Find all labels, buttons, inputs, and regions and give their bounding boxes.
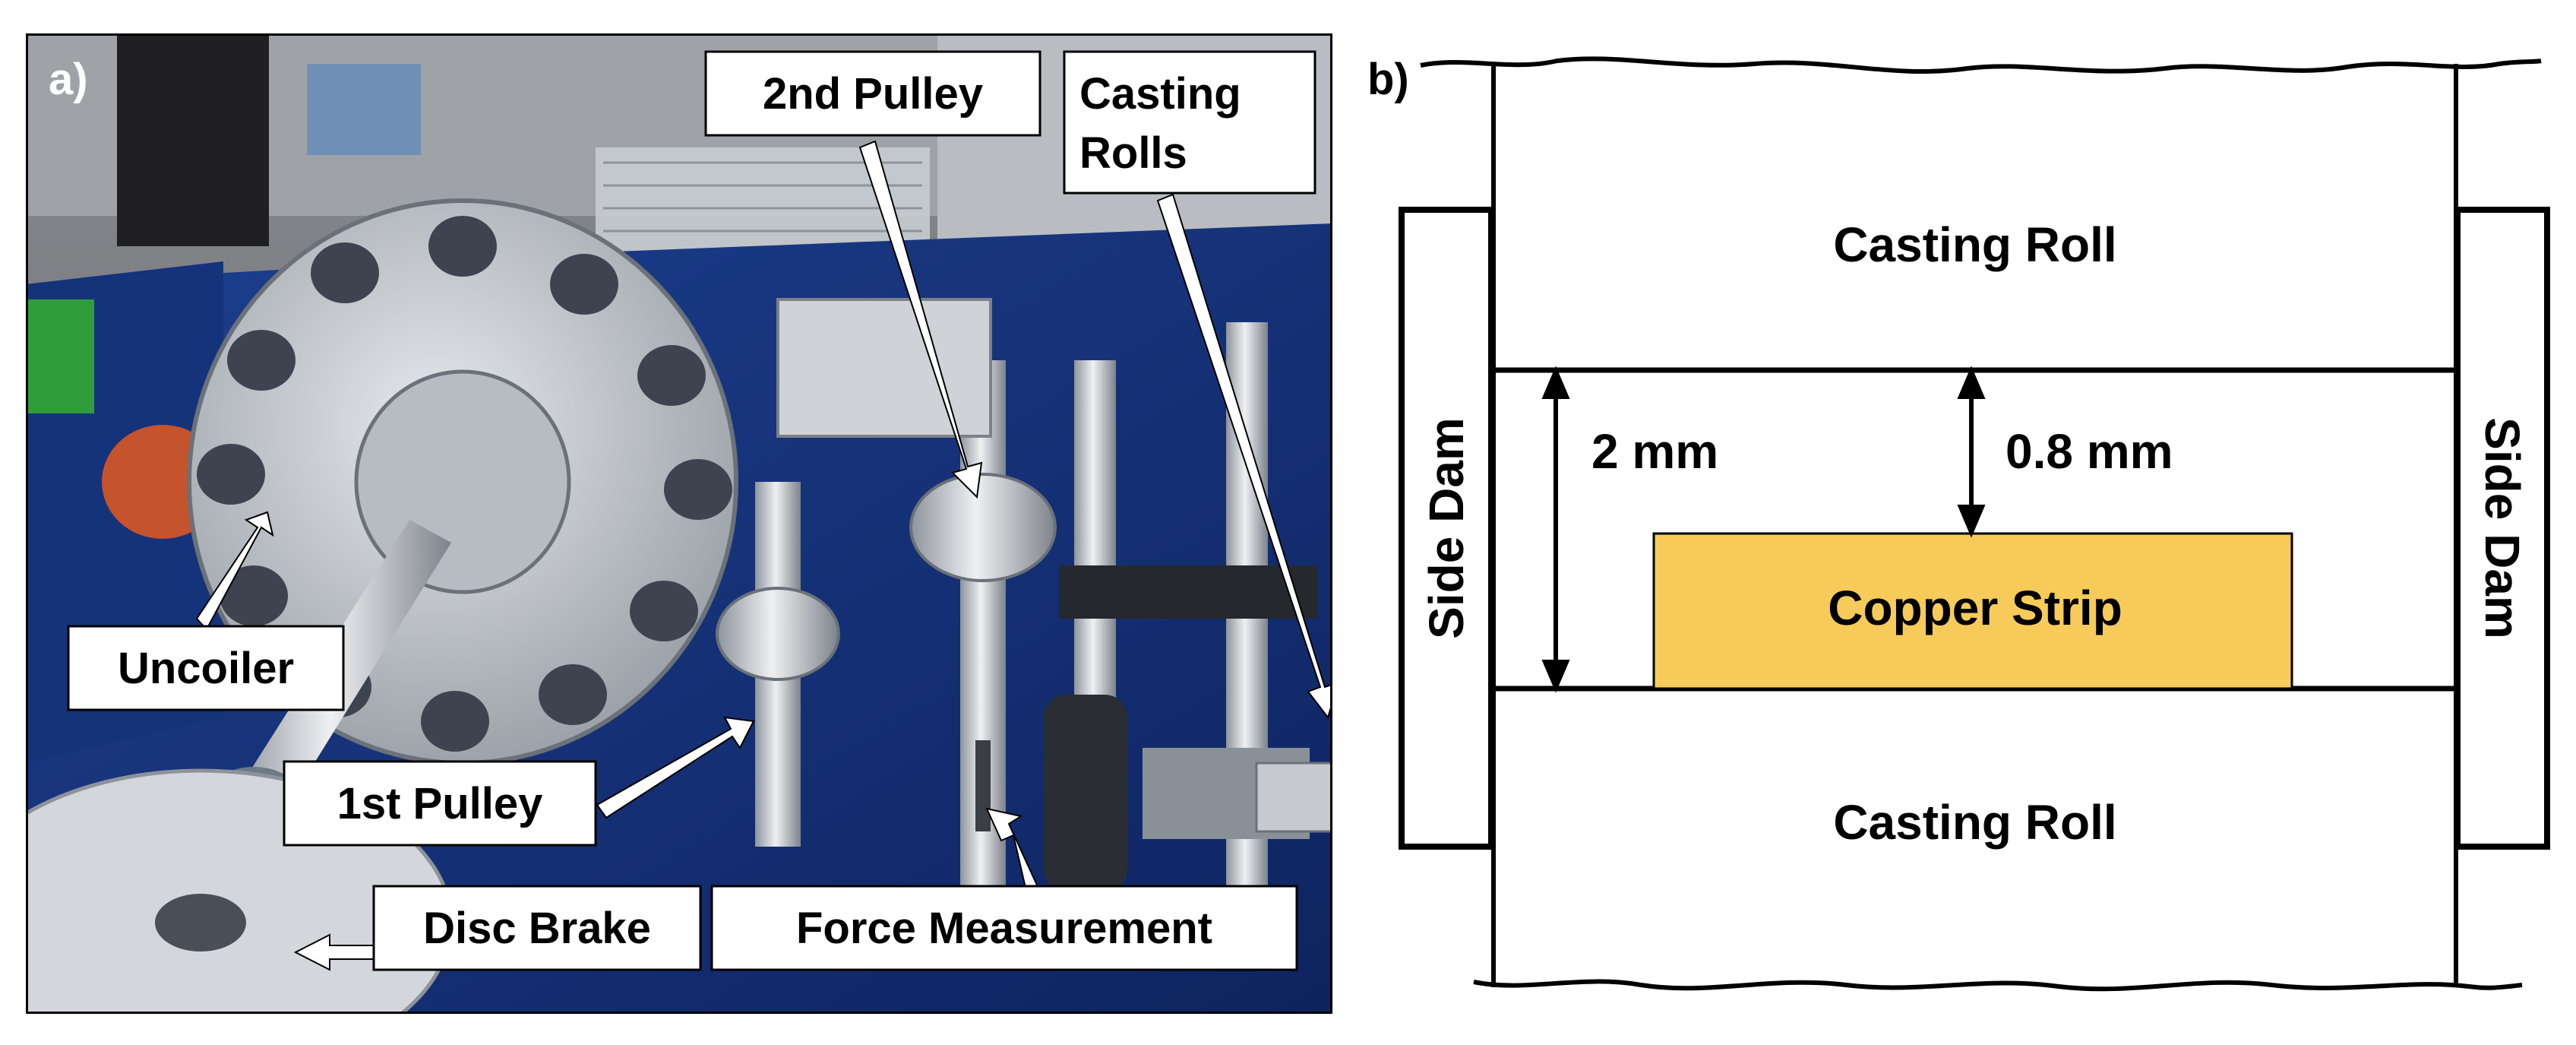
- callout-first-pulley-label: 1st Pulley: [337, 779, 543, 828]
- side-dam-right: [2454, 207, 2550, 850]
- force-sensor-housing: [776, 298, 992, 438]
- casting-roll-outlines: [1420, 56, 2542, 992]
- side-dam-right-label: Side Dam: [2475, 417, 2530, 639]
- arrow-casting-rolls: [1156, 193, 1332, 720]
- cross-section-schematic: b) Casting Roll Casting Roll Copper Stri…: [1367, 55, 2550, 992]
- gap-arrow-top: [1541, 366, 1570, 399]
- storage-box: [307, 64, 421, 155]
- disc-brake-hub: [155, 894, 246, 952]
- operator-figure: [117, 33, 269, 246]
- callout-arrows: [195, 140, 1332, 971]
- callout-second-pulley-label: 2nd Pulley: [763, 69, 983, 119]
- casting-roll-top-label: Casting Roll: [1833, 217, 2116, 272]
- load-cell: [975, 740, 991, 831]
- arrow-disc-brake: [293, 933, 376, 971]
- photo-panel: a) 2nd Pulley Casting Rolls Uncoiler 1st…: [26, 33, 1332, 1014]
- callout-casting-rolls: Casting Rolls: [1063, 50, 1316, 195]
- roll-bearing-block: [1255, 762, 1332, 833]
- bottom-break-line: [1473, 979, 2523, 992]
- callout-force-measurement: Force Measurement: [710, 885, 1298, 971]
- first-pulley: [716, 587, 840, 681]
- side-dam-left: [1399, 207, 1494, 850]
- clearance-arrow-bottom: [1957, 505, 1986, 538]
- panel-b-label: b): [1367, 55, 1409, 104]
- photo-border: [26, 33, 1332, 1014]
- callout-disc-brake-label: Disc Brake: [423, 904, 651, 953]
- arrow-second-pulley: [858, 140, 983, 499]
- dimension-arrows: [1541, 366, 1986, 693]
- clearance-dimension-label: 0.8 mm: [2005, 424, 2173, 479]
- callout-disc-brake: Disc Brake: [372, 885, 702, 971]
- callout-casting-rolls-line2: Rolls: [1079, 128, 1187, 178]
- gap-dimension-label: 2 mm: [1591, 424, 1718, 479]
- callout-force-measurement-label: Force Measurement: [796, 904, 1212, 953]
- second-pulley: [909, 473, 1057, 582]
- panel-a-label: a): [49, 55, 88, 104]
- rig-photo: a) 2nd Pulley Casting Rolls Uncoiler 1st…: [26, 33, 1332, 1014]
- casting-roll-bottom-label: Casting Roll: [1833, 795, 2116, 850]
- green-strap: [26, 299, 94, 413]
- callout-second-pulley: 2nd Pulley: [704, 50, 1041, 137]
- arrow-uncoiler: [195, 511, 274, 631]
- arrow-first-pulley: [596, 716, 755, 819]
- roll-frame-bar: [1059, 565, 1317, 619]
- clearance-arrow-top: [1957, 366, 1986, 399]
- callout-first-pulley: 1st Pulley: [283, 760, 597, 847]
- top-break-line: [1420, 56, 2542, 74]
- gap-arrow-bottom: [1541, 660, 1570, 693]
- uncoiler-disc: [187, 198, 738, 765]
- callout-casting-rolls-line1: Casting: [1079, 69, 1241, 119]
- side-dam-left-label: Side Dam: [1419, 417, 1474, 639]
- copper-strip-label: Copper Strip: [1828, 581, 2122, 635]
- copper-strip: [1652, 532, 2293, 690]
- brush-roll: [1044, 695, 1127, 892]
- callout-uncoiler-label: Uncoiler: [118, 644, 294, 693]
- schematic-panel: b) Casting Roll Casting Roll Copper Stri…: [1360, 33, 2560, 1014]
- callout-uncoiler: Uncoiler: [67, 625, 345, 711]
